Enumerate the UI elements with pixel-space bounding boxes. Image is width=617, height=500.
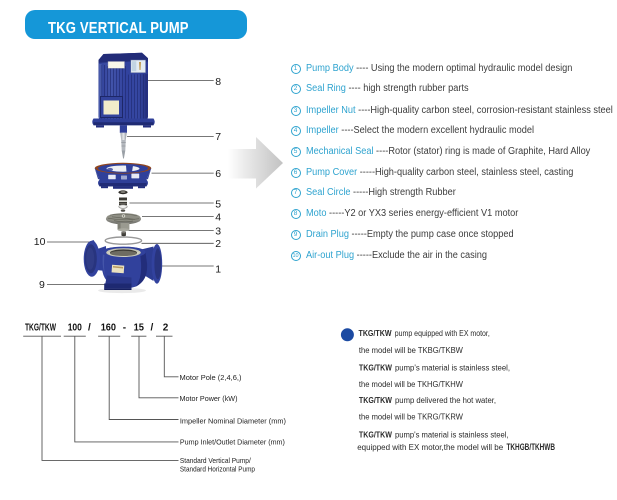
svg-text:15: 15 [134,323,145,334]
svg-text:4: 4 [215,211,221,223]
svg-text:TKG/TKW: TKG/TKW [359,396,392,405]
svg-text:6: 6 [215,168,221,180]
svg-text:equipped with EX motor,the mod: equipped with EX motor,the model will be [357,443,504,452]
svg-text:2: 2 [215,238,221,250]
svg-text:TKG/TKW: TKG/TKW [359,329,392,338]
svg-text:Motor Pole (2,4,6,): Motor Pole (2,4,6,) [180,373,243,382]
svg-text:TKG/TKW: TKG/TKW [359,364,392,373]
svg-text:/: / [151,323,154,334]
svg-text:10: 10 [34,236,46,248]
svg-text:pump equipped with EX motor,: pump equipped with EX motor, [395,329,490,338]
svg-text:Impeller Nominal Diameter (mm): Impeller Nominal Diameter (mm) [180,416,286,425]
svg-text:pump's material is stainless s: pump's material is stainless steel, [395,430,509,439]
svg-text:TKHGB/TKHWB: TKHGB/TKHWB [507,442,556,452]
svg-text:the model will be TKRG/TKRW: the model will be TKRG/TKRW [359,413,463,422]
svg-text:160: 160 [101,323,117,334]
svg-text:5: 5 [215,198,221,210]
svg-text:2: 2 [163,323,169,334]
svg-text:100: 100 [68,323,83,334]
svg-text:pump delivered the hot water,: pump delivered the hot water, [395,396,496,405]
svg-text:9: 9 [39,279,45,291]
svg-text:8: 8 [215,76,221,88]
svg-text:TKG/TKW: TKG/TKW [25,323,56,334]
svg-text:7: 7 [215,131,221,143]
svg-text:Pump Inlet/Outlet Diameter (mm: Pump Inlet/Outlet Diameter (mm) [180,438,285,447]
svg-text:Standard Vertical Pump/: Standard Vertical Pump/ [180,456,252,465]
svg-text:the model will be TKHG/TKHW: the model will be TKHG/TKHW [359,380,463,389]
svg-text:TKG/TKW: TKG/TKW [359,430,392,439]
svg-text:Standard Horizontal Pump: Standard Horizontal Pump [180,465,255,474]
svg-text:Motor Power (kW): Motor Power (kW) [180,394,238,403]
svg-text:/: / [88,323,91,334]
svg-text:3: 3 [215,225,221,237]
svg-text:pump's material is stainless s: pump's material is stainless steel, [395,364,510,373]
svg-text:-: - [123,323,126,334]
svg-text:the model will be TKBG/TKBW: the model will be TKBG/TKBW [359,346,463,355]
svg-text:1: 1 [215,263,221,275]
